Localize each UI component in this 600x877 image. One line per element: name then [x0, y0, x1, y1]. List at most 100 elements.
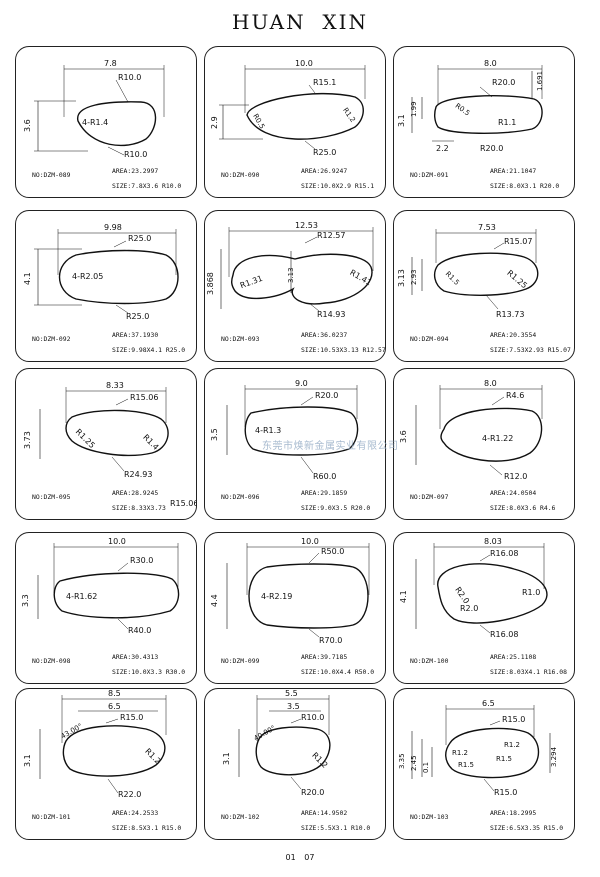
dim-corner-left-bottom: R2.0: [460, 604, 478, 613]
dim-corner-rt: R1.2: [504, 741, 520, 749]
dim-radius-bottom: R25.0: [313, 148, 336, 157]
dim-radius-bottom: R12.0: [504, 472, 527, 481]
drawing-grid: 7.8 3.6 R10.0 4-R1.4 R10.0 NO:DZM-089 AR…: [15, 46, 585, 856]
part-area: AREA:14.9502: [301, 809, 348, 817]
dim-radius-bottom: R20.0: [301, 788, 324, 797]
part-drawing: 9.98 4.1 R25.0 4-R2.05 R25.0: [23, 223, 179, 321]
part-size: SIZE:9.98X4.1 R25.0: [112, 346, 186, 354]
dim-width: 8.33: [106, 381, 124, 390]
dim-corner-radius: 4-R2.05: [72, 272, 103, 281]
dim-offset: 0.1: [422, 762, 430, 773]
part-size: SIZE:6.5X3.35 R15.0: [490, 824, 564, 832]
part-size: SIZE:8.5X3.1 R15.0: [112, 824, 182, 832]
dim-height: 3.6: [399, 430, 408, 443]
part-card: 9.0 3.5 R20.0 4-R1.3 R60.0 NO:DZM-096 AR…: [204, 368, 386, 520]
dim-inner-width: 3.5: [287, 702, 300, 711]
part-card: 8.5 6.5 3.1 R15.0 43.00° R1.2 R22.0 NO:D…: [15, 688, 197, 840]
part-size: SIZE:8.33X3.73: [112, 504, 166, 512]
dim-height: 3.13: [397, 269, 406, 287]
part-number: NO:DZM-097: [410, 493, 449, 501]
dim-mid-height: 3.13: [287, 267, 295, 283]
part-number: NO:DZM-091: [410, 171, 449, 179]
dim-height: 4.1: [399, 590, 408, 603]
dim-radius-bottom: R25.0: [126, 312, 149, 321]
dim-radius-top: R20.0: [315, 391, 338, 400]
part-area: AREA:24.0504: [490, 489, 537, 497]
dim-height: 3.1: [23, 754, 32, 767]
dim-radius-top: R25.0: [128, 234, 151, 243]
dim-width: 10.0: [301, 537, 319, 546]
part-area: AREA:29.1859: [301, 489, 348, 497]
part-area: AREA:24.2533: [112, 809, 159, 817]
dim-radius-bottom: R60.0: [313, 472, 336, 481]
part-card: 7.53 3.13 2.93 R15.07 R1.5 R1.25 R13.73 …: [393, 210, 575, 362]
dim-radius-bottom: R22.0: [118, 790, 141, 799]
dim-corner-right: R1.2: [143, 747, 162, 766]
dim-width: 8.0: [484, 59, 497, 68]
part-info: NO:DZM-099 AREA:39.7185 SIZE:10.0X4.4 R5…: [213, 653, 383, 683]
part-drawing: 7.53 3.13 2.93 R15.07 R1.5 R1.25 R13.73: [397, 223, 539, 319]
dim-corner-radius: 4-R1.22: [482, 434, 513, 443]
part-drawing: 8.0 3.6 R4.6 4-R1.22 R12.0: [399, 379, 543, 481]
dim-width: 12.53: [295, 221, 318, 230]
part-info: NO:DZM-091 AREA:21.1047 SIZE:8.0X3.1 R20…: [402, 167, 572, 197]
dim-height: 3.6: [23, 119, 32, 132]
part-drawing: 10.0 3.3 R30.0 4-R1.62 R40.0: [21, 537, 180, 635]
dim-corner-lb: R1.5: [458, 761, 474, 769]
dim-radius-top: R16.08: [490, 549, 518, 558]
part-number: NO:DZM-098: [32, 657, 71, 665]
dim-corner-radius: 4-R1.3: [255, 426, 281, 435]
part-info: NO:DZM-090 AREA:26.9247 SIZE:10.0X2.9 R1…: [213, 167, 383, 197]
dim-width: 8.5: [108, 689, 121, 698]
part-info: NO:DZM-095 AREA:28.9245 SIZE:8.33X3.73 R…: [24, 489, 196, 519]
dim-radius-top: R15.0: [502, 715, 525, 724]
part-card: 8.0 3.1 1.99 1.691 R20.0 R0.5 R1.1 2.2 R…: [393, 46, 575, 198]
part-number: NO:DZM-103: [410, 813, 449, 821]
dim-corner-right: R1.25: [505, 268, 529, 290]
part-card: 8.0 3.6 R4.6 4-R1.22 R12.0 NO:DZM-097 AR…: [393, 368, 575, 520]
dim-corner-left: R1.5: [444, 270, 461, 287]
dim-height: 3.35: [398, 753, 406, 769]
dim-radius-top: R10.0: [118, 73, 141, 82]
dim-corner-radius: 4-R1.4: [82, 118, 108, 127]
dim-corner-radius: 4-R2.19: [261, 592, 292, 601]
dim-width: 9.98: [104, 223, 122, 232]
dim-corner-left: R1.31: [239, 274, 264, 290]
dim-width: 10.0: [295, 59, 313, 68]
dim-height: 4.4: [210, 594, 219, 607]
part-info: NO:DZM-102 AREA:14.9502 SIZE:5.5X3.1 R10…: [213, 809, 383, 839]
dim-radius-top: R12.57: [317, 231, 345, 240]
dim-radius-bottom: R70.0: [319, 636, 342, 645]
part-info: NO:DZM-093 AREA:36.0237 SIZE:10.53X3.13 …: [213, 331, 385, 361]
dim-radius-top: R4.6: [506, 391, 524, 400]
dim-offset: 2.2: [436, 144, 449, 153]
dim-width: 10.0: [108, 537, 126, 546]
part-area: AREA:37.1930: [112, 331, 159, 339]
part-card: 10.0 4.4 R50.0 4-R2.19 R70.0 NO:DZM-099 …: [204, 532, 386, 684]
dim-height: 3.73: [23, 431, 32, 449]
part-card: 8.03 4.1 R16.08 R2.0 R1.0 R2.0 R16.08 NO…: [393, 532, 575, 684]
part-area: AREA:25.1108: [490, 653, 537, 661]
part-area: AREA:26.9247: [301, 167, 348, 175]
part-area: AREA:20.3554: [490, 331, 537, 339]
part-size: SIZE:10.0X4.4 R50.0: [301, 668, 375, 676]
part-size: SIZE:8.0X3.1 R20.0: [490, 182, 560, 190]
part-size: SIZE:10.0X3.3 R30.0: [112, 668, 186, 676]
dim-width: 7.8: [104, 59, 117, 68]
dim-radius-bottom: R24.93: [124, 470, 152, 479]
part-card: 10.0 3.3 R30.0 4-R1.62 R40.0 NO:DZM-098 …: [15, 532, 197, 684]
dim-radius-bottom: R40.0: [128, 626, 151, 635]
dim-corner-radius: 4-R1.62: [66, 592, 97, 601]
part-info: NO:DZM-094 AREA:20.3554 SIZE:7.53X2.93 R…: [402, 331, 572, 361]
part-card: 6.5 3.35 2.45 0.1 3.294 R15.0 R1.2 R1.2 …: [393, 688, 575, 840]
dim-radius-bottom: R10.0: [124, 150, 147, 159]
dim-radius-bottom: R15.0: [494, 788, 517, 797]
dim-radius-top: R30.0: [130, 556, 153, 565]
part-area: AREA:21.1047: [490, 167, 537, 175]
dim-corner-left-top: R2.0: [453, 585, 471, 605]
part-card: 8.33 3.73 R15.06 R1.25 R1.4 R24.93 NO:DZ…: [15, 368, 197, 520]
dim-radius-bottom: R16.08: [490, 630, 518, 639]
dim-radius-top: R50.0: [321, 547, 344, 556]
part-area: AREA:30.4313: [112, 653, 159, 661]
part-info: NO:DZM-101 AREA:24.2533 SIZE:8.5X3.1 R15…: [24, 809, 194, 839]
